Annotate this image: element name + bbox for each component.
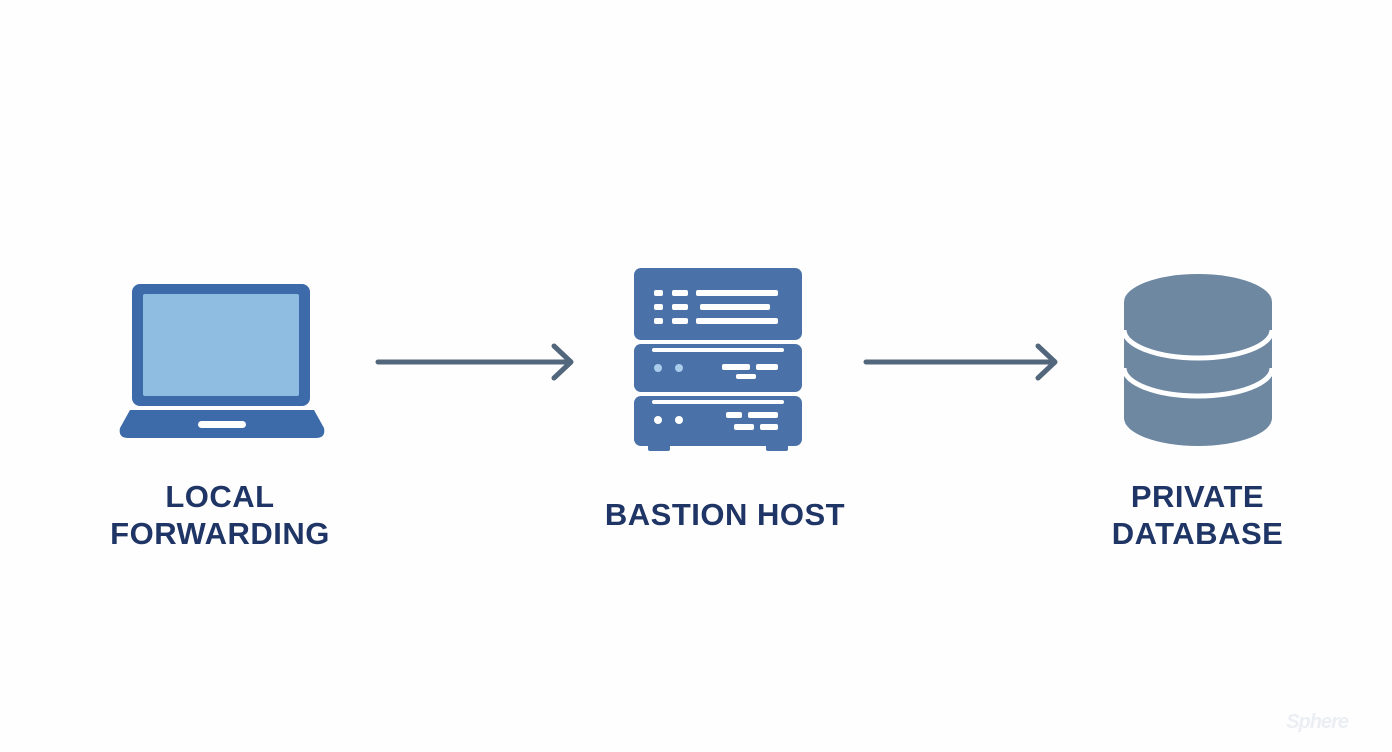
- arrow-right-icon: [375, 343, 574, 381]
- laptop-icon: [119, 284, 325, 438]
- server-foot-right: [766, 444, 788, 451]
- arrow-head: [551, 343, 574, 381]
- arrow-right-icon: [863, 343, 1058, 381]
- server-unit-bottom: [634, 396, 802, 446]
- database-ring-1: [1121, 329, 1275, 361]
- label-line: FORWARDING: [110, 516, 330, 551]
- server-unit-middle: [634, 344, 802, 392]
- node-label-database: PRIVATE DATABASE: [1070, 478, 1325, 552]
- label-line: PRIVATE: [1130, 479, 1265, 514]
- database-top: [1124, 274, 1272, 330]
- node-label-bastion: BASTION HOST: [560, 496, 890, 533]
- server-middle-details: [652, 348, 784, 379]
- label-line: DATABASE: [1111, 516, 1284, 551]
- laptop-screen: [143, 294, 299, 396]
- server-stack-icon: [634, 268, 802, 451]
- server-foot-left: [648, 444, 670, 451]
- label-line: BASTION HOST: [604, 497, 846, 532]
- server-top-details: [654, 290, 778, 324]
- database-ring-2: [1121, 367, 1275, 399]
- laptop-trackpad: [198, 421, 246, 428]
- arrow-head: [1035, 343, 1058, 381]
- database-icon: [1121, 274, 1275, 446]
- database-body: [1124, 302, 1272, 446]
- server-bottom-details: [652, 400, 784, 430]
- watermark-text: Sphere: [1286, 711, 1349, 733]
- node-label-local: LOCAL FORWARDING: [90, 478, 350, 552]
- label-line: LOCAL: [165, 479, 275, 514]
